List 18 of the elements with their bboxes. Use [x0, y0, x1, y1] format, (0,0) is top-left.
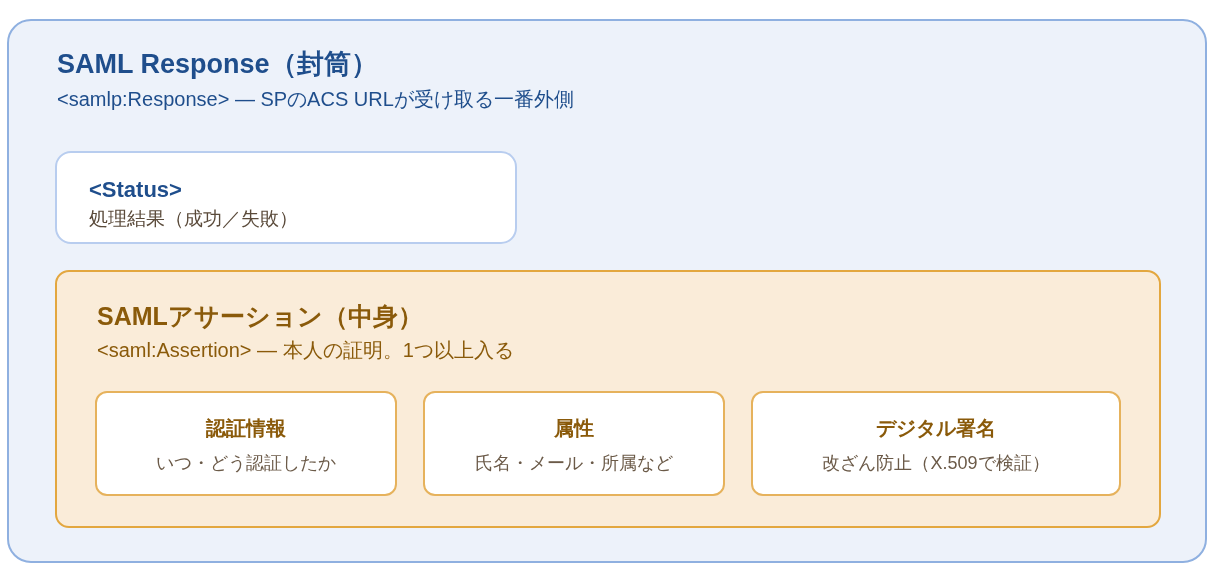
outer-panel [7, 19, 1207, 563]
heading-text: 属性 [553, 416, 595, 441]
content-card [751, 391, 1121, 496]
content-card [95, 391, 397, 496]
description-text: 処理結果（成功／失敗） [89, 207, 299, 231]
description-text: 氏名・メール・所属など [474, 452, 674, 475]
description-text: いつ・どう認証したか [155, 452, 337, 475]
heading-text: SAML Response（封筒） [57, 48, 379, 81]
heading-text: <Status> [89, 176, 183, 204]
heading-text: SAMLアサーション（中身） [97, 301, 424, 332]
description-text: <samlp:Response> — SPのACS URLが受け取る一番外側 [57, 87, 575, 112]
assertion-panel [55, 270, 1161, 528]
description-text: <saml:Assertion> — 本人の証明。1つ以上入る [97, 338, 515, 363]
heading-text: 認証情報 [205, 416, 287, 441]
content-card [423, 391, 725, 496]
heading-text: デジタル署名 [875, 416, 997, 441]
description-text: 改ざん防止（X.509で検証） [821, 452, 1051, 475]
status-card [55, 151, 517, 244]
